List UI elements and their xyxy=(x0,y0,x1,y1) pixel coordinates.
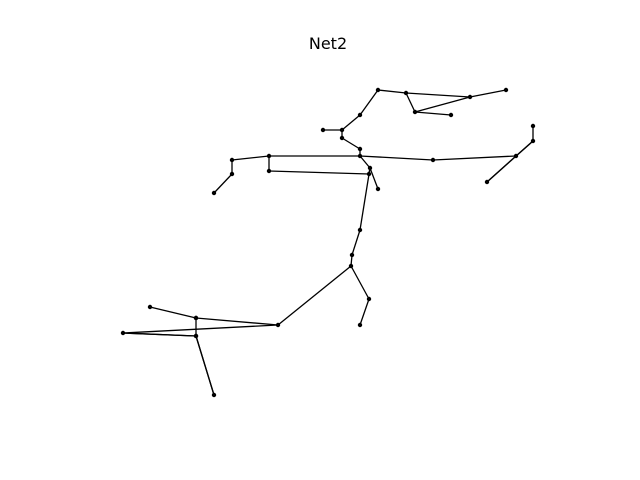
pipe-edge xyxy=(351,229,361,256)
junction-node xyxy=(348,263,354,269)
junction-node xyxy=(120,330,126,336)
junction-node xyxy=(484,179,490,185)
pipe-edge xyxy=(486,155,517,183)
pipe-edge xyxy=(359,155,371,169)
junction-node xyxy=(403,90,409,96)
pipe-edge xyxy=(122,332,197,337)
junction-node xyxy=(357,146,363,152)
pipe-edge xyxy=(414,111,452,116)
junction-node xyxy=(211,190,217,196)
pipe-edge xyxy=(359,298,370,326)
pipe-edge xyxy=(268,170,370,175)
pipe-edge xyxy=(469,89,507,98)
junction-node xyxy=(339,135,345,141)
pipe-edge xyxy=(341,114,361,131)
pipe-edge xyxy=(213,173,233,194)
junction-node xyxy=(366,296,372,302)
junction-node xyxy=(357,322,363,328)
pipe-edge xyxy=(122,324,279,334)
pipe-edges xyxy=(122,89,534,396)
pipe-edge xyxy=(195,317,279,326)
junction-node xyxy=(357,153,363,159)
pipe-edge xyxy=(359,167,371,231)
junction-node xyxy=(339,127,345,133)
junction-node xyxy=(530,138,536,144)
junction-node xyxy=(193,333,199,339)
pipe-edge xyxy=(149,306,197,319)
junction-node xyxy=(430,157,436,163)
diagram-title: Net2 xyxy=(309,34,347,53)
pipe-edge xyxy=(377,89,407,94)
pipe-edge xyxy=(277,265,352,326)
junction-node xyxy=(147,304,153,310)
junction-node xyxy=(530,123,536,129)
junction-node xyxy=(229,157,235,163)
junction-node xyxy=(275,322,281,328)
pipe-edge xyxy=(405,92,416,113)
junction-node xyxy=(513,153,519,159)
junction-node xyxy=(266,168,272,174)
pipe-edge xyxy=(414,96,471,113)
junction-node xyxy=(357,112,363,118)
junction-node xyxy=(211,392,217,398)
pipe-edge xyxy=(231,155,270,161)
junction-node xyxy=(367,165,373,171)
junction-node xyxy=(412,109,418,115)
junction-node xyxy=(266,153,272,159)
pipe-edge xyxy=(350,265,370,300)
junction-node xyxy=(467,94,473,100)
junction-node xyxy=(503,87,509,93)
junction-node xyxy=(193,315,199,321)
junction-node xyxy=(375,87,381,93)
pipe-edge xyxy=(405,92,471,98)
junction-node xyxy=(320,127,326,133)
pipe-edge xyxy=(359,155,434,161)
junction-nodes xyxy=(120,87,536,398)
pipe-edge xyxy=(369,167,379,190)
pipe-edge xyxy=(432,155,517,161)
pipe-edge xyxy=(341,137,361,150)
pipe-edge xyxy=(195,335,215,396)
junction-node xyxy=(366,171,372,177)
junction-node xyxy=(229,171,235,177)
junction-node xyxy=(349,252,355,258)
junction-node xyxy=(375,186,381,192)
pipe-edge xyxy=(359,89,379,116)
junction-node xyxy=(357,227,363,233)
junction-node xyxy=(448,112,454,118)
